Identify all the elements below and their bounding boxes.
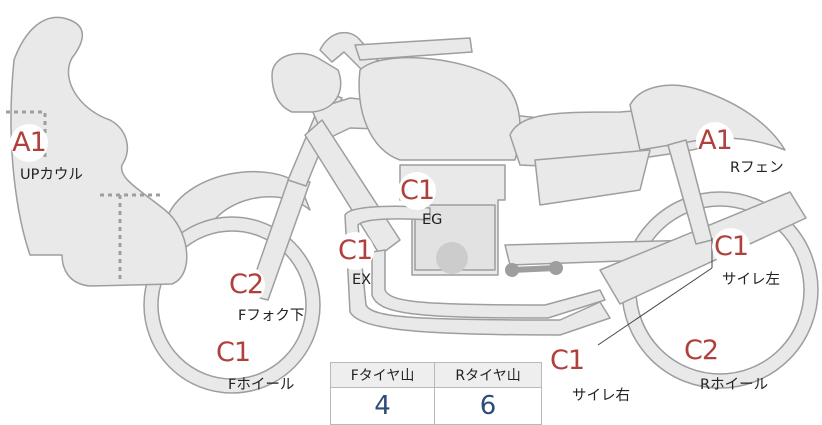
label-r-wheel: Rホイール: [700, 377, 769, 393]
label-up-cowl: UPカウル: [20, 167, 83, 183]
headlight-shape: [271, 52, 342, 113]
rank-badge-r-fender: A1: [696, 122, 734, 160]
rank-badge-muffler-r: C1: [548, 342, 586, 380]
rank-badge-f-fork: C2: [227, 266, 265, 304]
front-tread-value: 4: [329, 387, 436, 425]
handlebar-shape: [319, 31, 379, 71]
label-r-fender: Rフェン: [730, 160, 784, 176]
label-f-fork: Fフォク下: [238, 308, 305, 324]
tire-tread-table: Fタイヤ山 Rタイヤ山 4 6: [329, 362, 542, 425]
label-engine: EG: [422, 212, 443, 228]
label-exhaust: EX: [352, 272, 372, 288]
label-muffler-r: サイレ右: [572, 388, 630, 404]
front-cowl-shape: [10, 16, 188, 287]
rank-badge-muffler-l: C1: [712, 228, 750, 266]
fuel-tank-shape: [358, 56, 521, 161]
rank-badge-exhaust: C1: [336, 232, 374, 270]
muffler-shape: [599, 191, 807, 305]
rear-tread-header: Rタイヤ山: [434, 362, 542, 388]
rank-badge-engine: C1: [398, 172, 436, 210]
front-tread-header: Fタイヤ山: [329, 362, 436, 388]
rear-tread-value: 6: [434, 387, 542, 425]
rank-badge-up-cowl: A1: [10, 124, 48, 162]
rank-badge-f-wheel: C1: [214, 334, 252, 372]
label-muffler-l: サイレ左: [722, 272, 780, 288]
label-f-wheel: Fホイール: [228, 377, 295, 393]
rank-badge-r-wheel: C2: [682, 332, 720, 370]
